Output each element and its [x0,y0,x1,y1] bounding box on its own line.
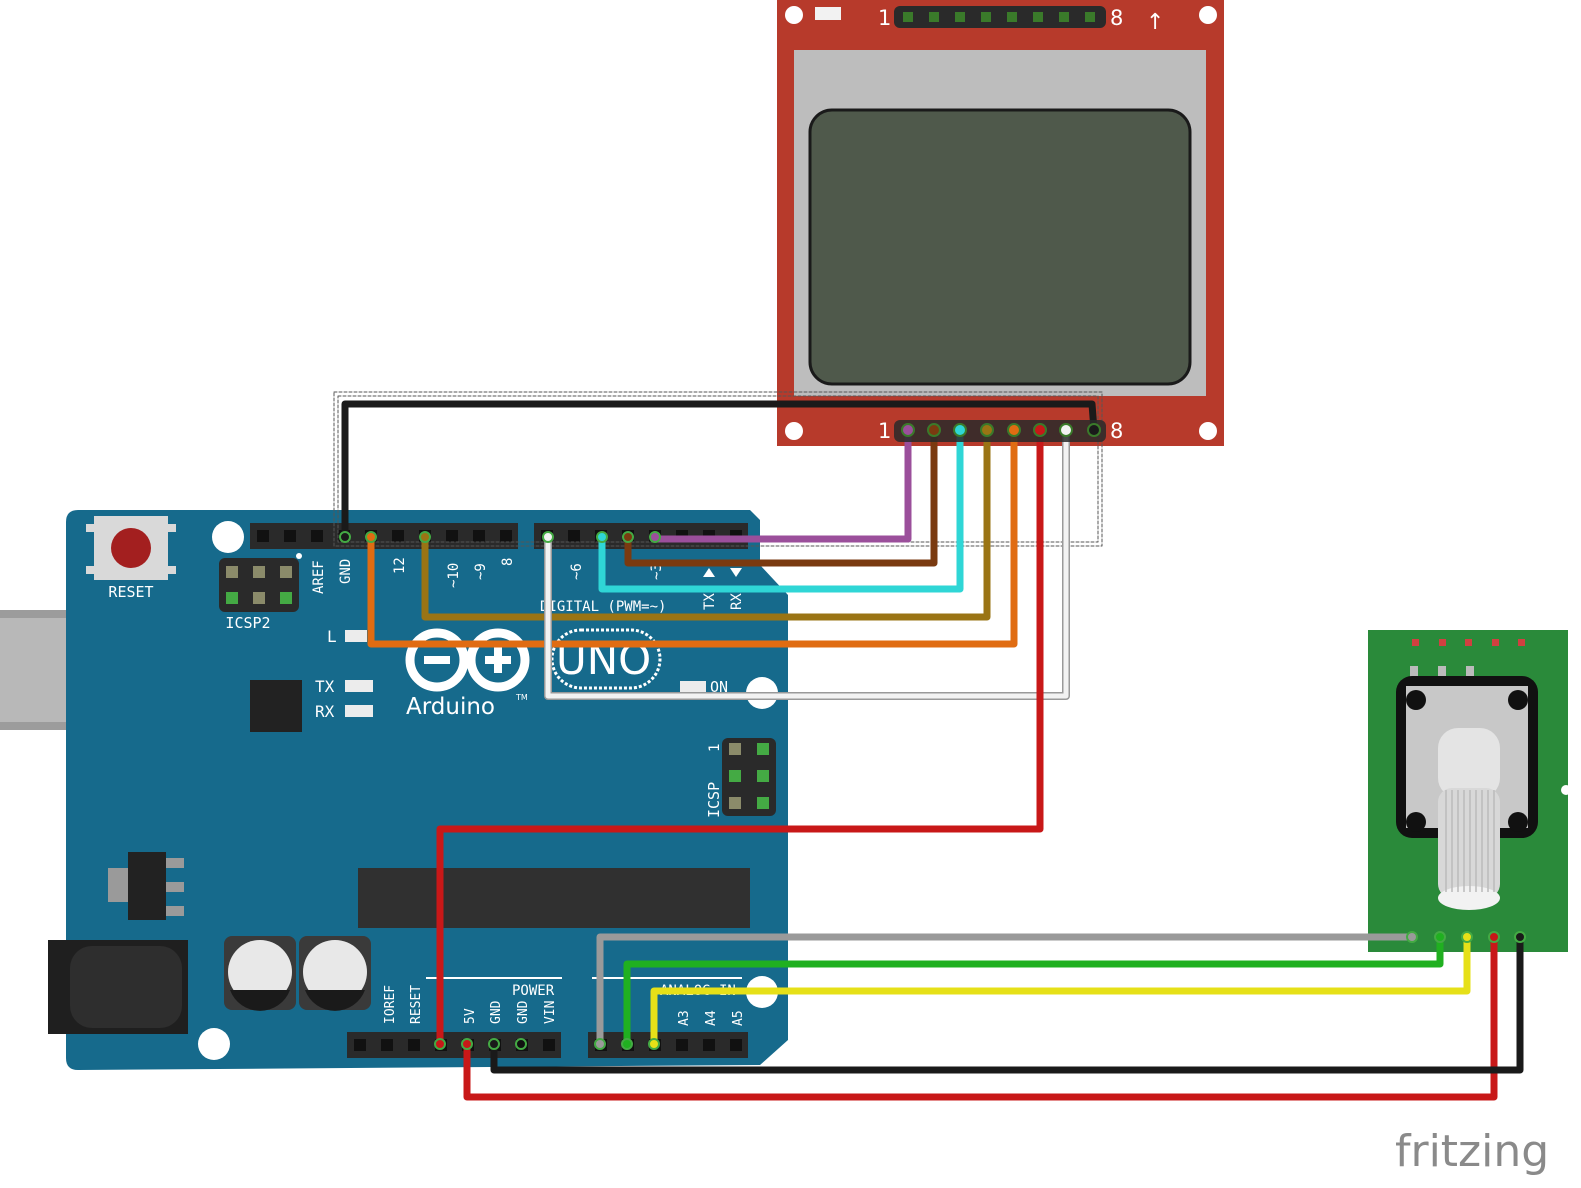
led-l [345,630,367,642]
voltage-regulator [128,852,166,920]
pin-label-aref: AREF [311,560,327,594]
wire-red-encoder[interactable] [463,933,1498,1101]
led-tx [345,680,373,692]
wire-red-lcd[interactable] [436,426,1044,1048]
usb-chip [250,680,302,732]
wire-black-encoder[interactable] [490,933,1524,1074]
arduino-uno-board: RESET ICSP2 L TX RX ON Arduino TM [0,510,788,1070]
pin-label-8: 8 [500,558,516,566]
lcd-screen [808,108,1192,386]
icsp2-header [219,558,299,612]
arduino-logo [405,628,530,692]
pin-label-9: ~9 [473,563,489,580]
pin-label-tx: TX [702,593,718,610]
led-on-label: ON [710,678,728,696]
icsp2-label: ICSP2 [225,614,270,632]
regulator-tab [108,868,128,902]
tx-arrow-icon [703,568,715,577]
wire-purple[interactable] [651,426,912,543]
digital-header-left [250,523,518,549]
lcd-arrow-icon: ↑ [1146,10,1164,35]
pin-label-6: ~6 [569,563,585,580]
digital-label: DIGITAL (PWM=~) [540,599,666,615]
arduino-brand: Arduino [406,694,495,720]
wire-endpoints [339,531,1526,1050]
wire-orange[interactable] [367,426,1018,648]
pin-label-reset: RESET [409,985,424,1024]
digital-header-left-labels: AREF GND 12 ~10 ~9 8 [311,557,516,594]
pin-label-12: 12 [392,557,408,574]
pin-label-vin: VIN [543,1001,558,1024]
pin-label-gnd: GND [338,559,354,584]
lcd-bottom-header [894,420,1106,442]
lcd-top-pin-first: 1 [878,6,891,30]
capacitor-2 [299,936,371,1011]
reset-label: RESET [108,583,153,601]
led-l-label: L [327,627,337,646]
wire-grey-encoder[interactable] [596,933,1416,1048]
encoder-shaft-collar [1438,728,1500,798]
led-rx [345,705,373,717]
analog-header [588,1032,748,1058]
pin-label-ioref: IOREF [383,985,398,1024]
power-header [347,1032,561,1058]
fritzing-watermark: fritzing [1395,1126,1549,1177]
arduino-tm: TM [515,693,528,702]
icsp-header [722,738,776,816]
wire-white[interactable] [545,427,1069,699]
pin-label-10: ~10 [446,563,462,588]
wire-mustard[interactable] [421,426,991,621]
pin-label-rx: RX [729,593,745,610]
arduino-pcb [66,510,788,1070]
pin-label-3: ~3 [649,563,665,580]
encoder-shaft [1438,788,1500,898]
lcd-top-pin-last: 8 [1110,6,1123,30]
lcd-bottom-pin-first: 1 [878,419,891,443]
power-label: POWER [512,983,555,999]
reset-button-cap [111,528,151,568]
led-tx-label: TX [315,677,335,696]
capacitor-1 [224,936,296,1011]
wire-cyan[interactable] [598,426,964,593]
icsp-label: ICSP [705,782,723,818]
pin-label-a4: A4 [704,1010,719,1026]
wire-brown[interactable] [624,426,938,567]
led-rx-label: RX [315,702,335,721]
wire-green-encoder[interactable] [623,933,1444,1048]
wire-yellow-encoder[interactable] [650,933,1471,1048]
pin-label-a3: A3 [677,1010,692,1026]
pin-label-a5: A5 [731,1010,746,1026]
lcd-led [815,7,841,20]
pin-label-gnd-2: GND [516,1000,531,1024]
atmega-chip [358,868,750,928]
rotary-encoder-module [1368,630,1571,952]
lcd-top-header [894,6,1106,28]
wire-selection-outline [333,391,1103,547]
wire-gnd-lcd[interactable] [341,400,1098,541]
lcd-bottom-pin-last: 8 [1110,419,1123,443]
nokia-lcd-module: 1 8 ↑ 1 8 [777,0,1224,446]
icsp-pin1-label: 1 [707,744,723,752]
rx-arrow-icon [730,568,742,577]
wires [333,391,1524,1101]
led-on [680,681,706,692]
pin-label-gnd-1: GND [489,1000,504,1024]
pin-label-5v: 5V [463,1008,478,1024]
